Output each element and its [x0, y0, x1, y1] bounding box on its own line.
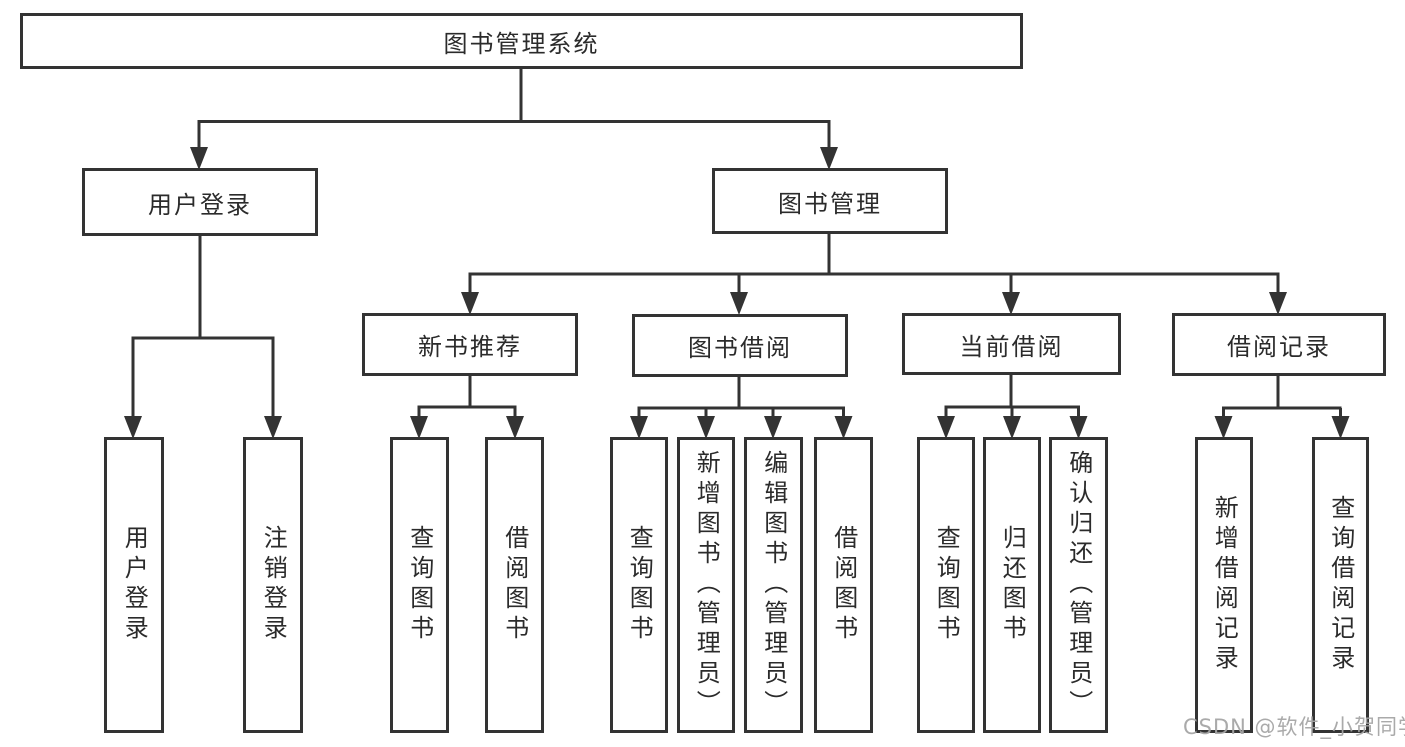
- node-book-management-label: 图书管理: [778, 189, 882, 218]
- node-leaf-return-book-label: 归还图书: [998, 525, 1027, 645]
- node-leaf-borrow-book-1-label: 借阅图书: [500, 525, 529, 645]
- node-leaf-query-borrow-record-label: 查询借阅记录: [1326, 495, 1355, 675]
- node-leaf-borrow-book-2: 借阅图书: [814, 437, 873, 733]
- node-book-borrow: 图书借阅: [632, 314, 848, 377]
- node-leaf-query-book-3-label: 查询图书: [932, 525, 961, 645]
- node-current-borrow: 当前借阅: [902, 313, 1121, 375]
- node-leaf-logout: 注销登录: [243, 437, 303, 733]
- node-leaf-borrow-book-1: 借阅图书: [485, 437, 544, 733]
- node-user-login: 用户登录: [82, 168, 318, 236]
- arrow-down-icon: [124, 147, 1350, 439]
- node-leaf-query-book-1-label: 查询图书: [405, 525, 434, 645]
- node-borrow-records: 借阅记录: [1172, 313, 1386, 376]
- node-leaf-confirm-return: 确认归还（管理员）: [1049, 437, 1108, 733]
- node-new-book-recommend: 新书推荐: [362, 313, 578, 376]
- node-leaf-edit-book-label: 编辑图书（管理员）: [759, 450, 788, 720]
- node-leaf-query-book-2: 查询图书: [610, 437, 668, 733]
- node-leaf-add-borrow-record: 新增借阅记录: [1195, 437, 1253, 733]
- node-leaf-add-book-label: 新增图书（管理员）: [692, 450, 721, 720]
- node-new-book-recommend-label: 新书推荐: [418, 333, 522, 361]
- node-leaf-user-login-label: 用户登录: [120, 525, 149, 645]
- node-leaf-logout-label: 注销登录: [259, 525, 288, 645]
- node-leaf-query-borrow-record: 查询借阅记录: [1312, 437, 1369, 733]
- node-current-borrow-label: 当前借阅: [959, 332, 1064, 361]
- node-leaf-return-book: 归还图书: [983, 437, 1041, 733]
- node-leaf-add-borrow-record-label: 新增借阅记录: [1210, 495, 1239, 675]
- node-leaf-user-login: 用户登录: [104, 437, 164, 733]
- watermark: CSDN @软件_小贺同学: [1183, 715, 1405, 739]
- node-leaf-add-book: 新增图书（管理员）: [677, 437, 735, 733]
- node-user-login-label: 用户登录: [148, 190, 252, 219]
- node-borrow-records-label: 借阅记录: [1227, 333, 1331, 361]
- node-leaf-edit-book: 编辑图书（管理员）: [744, 437, 803, 733]
- node-book-management: 图书管理: [712, 168, 948, 234]
- node-leaf-query-book-3: 查询图书: [917, 437, 975, 733]
- connector-line: [131, 69, 1342, 417]
- node-leaf-borrow-book-2-label: 借阅图书: [829, 525, 858, 645]
- node-book-borrow-label: 图书借阅: [688, 334, 792, 362]
- node-root-label: 图书管理系统: [443, 29, 600, 58]
- node-root: 图书管理系统: [20, 13, 1023, 69]
- node-leaf-query-book-2-label: 查询图书: [625, 525, 654, 645]
- node-leaf-confirm-return-label: 确认归还（管理员）: [1064, 450, 1093, 720]
- node-leaf-query-book-1: 查询图书: [390, 437, 449, 733]
